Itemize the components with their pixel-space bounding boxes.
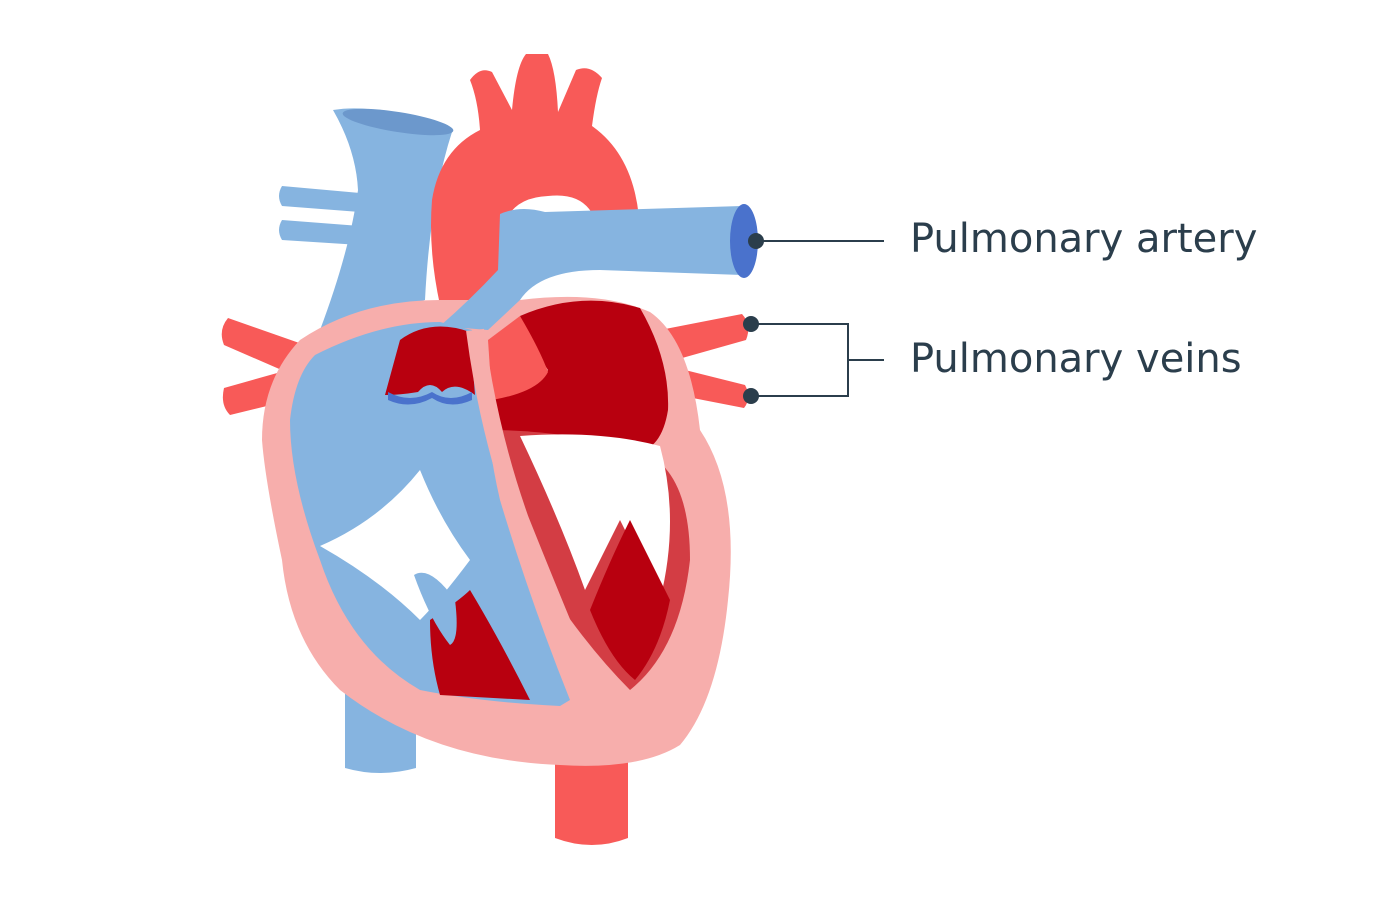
pulmonary-artery-opening bbox=[730, 204, 758, 278]
right-pulmonary-vein-upper bbox=[660, 314, 749, 362]
left-atrium bbox=[490, 300, 669, 454]
interventricular-septum bbox=[466, 328, 599, 694]
pulmonary-veins-label: Pulmonary veins bbox=[910, 336, 1242, 382]
pulmonary-artery-label: Pulmonary artery bbox=[910, 216, 1258, 262]
tricuspid-leaflet bbox=[414, 572, 457, 645]
left-papillary-muscle bbox=[590, 520, 670, 680]
vena-cava-branch-lower bbox=[279, 220, 360, 245]
aortic-arch bbox=[431, 54, 640, 305]
pulmonary-vein-lower-marker bbox=[743, 388, 759, 404]
pulmonary-vein-upper-marker bbox=[743, 316, 759, 332]
pulmonary-valve-base bbox=[388, 392, 472, 405]
vena-cava-opening bbox=[342, 108, 454, 136]
pulmonary-veins-bracket bbox=[751, 323, 884, 397]
pulmonary-artery-marker bbox=[748, 233, 764, 249]
vena-cava-branch-upper bbox=[279, 186, 360, 212]
pulmonary-trunk bbox=[440, 206, 742, 330]
aortic-root bbox=[488, 316, 548, 400]
pulmonary-valve bbox=[385, 326, 475, 395]
superior-vena-cava bbox=[320, 108, 452, 330]
left-ventricle-cavity bbox=[520, 434, 670, 600]
